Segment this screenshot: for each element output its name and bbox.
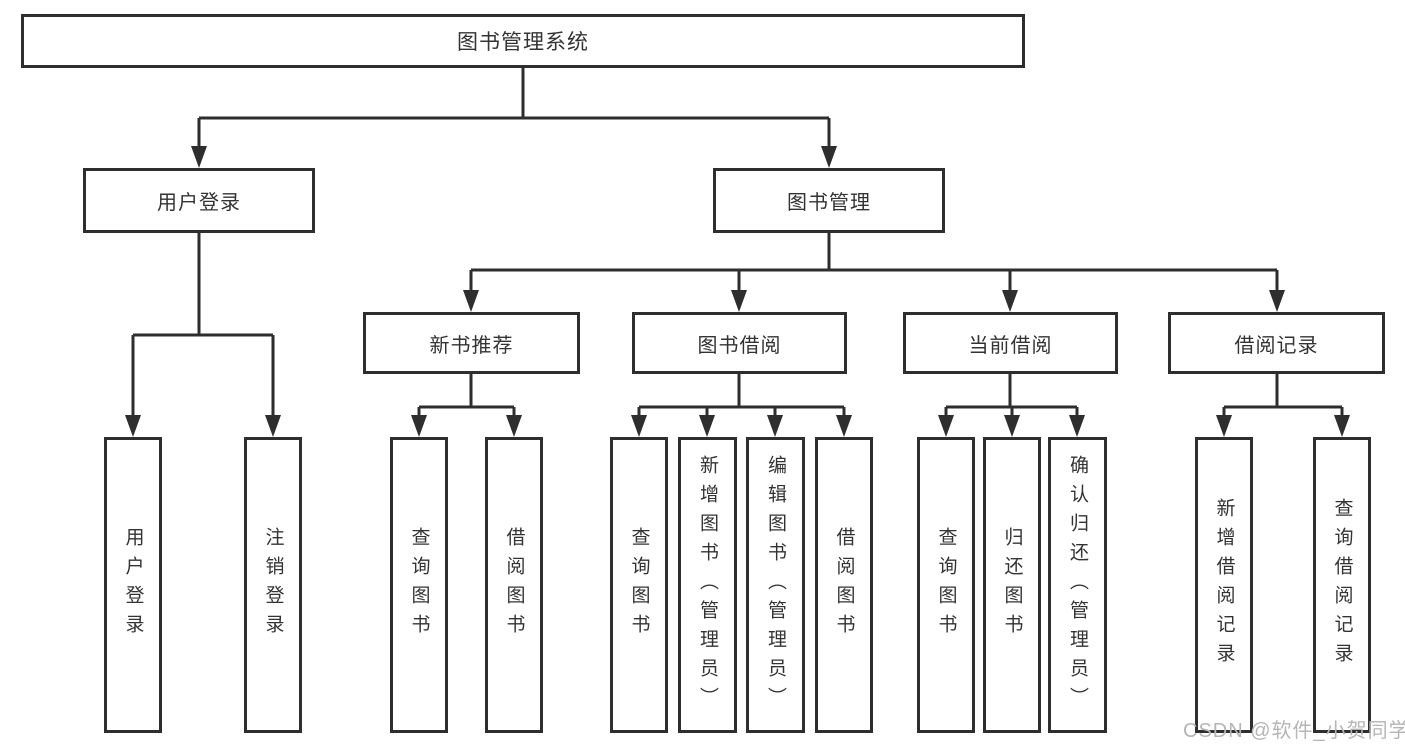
node-user-login: 用户登录 (83, 168, 315, 233)
leaf-records-query-borrow-record: 查询借阅记录 (1313, 437, 1371, 733)
node-book-borrowing: 图书借阅 (632, 312, 847, 374)
connector-lines (131, 68, 1344, 419)
leaf-borrowing-edit-books-admin: 编辑图书（管理员） (746, 437, 805, 733)
leaf-borrowing-add-books-admin: 新增图书（管理员） (678, 437, 737, 733)
node-borrowing-records: 借阅记录 (1168, 312, 1385, 374)
node-current-borrowing: 当前借阅 (903, 312, 1118, 374)
leaf-recommend-query-books: 查询图书 (390, 437, 448, 733)
leaf-logout: 注销登录 (244, 437, 302, 733)
leaf-user-login: 用户登录 (104, 437, 162, 733)
node-book-management: 图书管理 (713, 168, 945, 233)
leaf-records-add-borrow-record: 新增借阅记录 (1195, 437, 1253, 733)
leaf-current-confirm-return-admin: 确认归还（管理员） (1048, 437, 1107, 733)
connector-arrowheads (125, 146, 1350, 437)
leaf-borrowing-borrow-books: 借阅图书 (815, 437, 873, 733)
leaf-borrowing-query-books: 查询图书 (610, 437, 668, 733)
leaf-current-return-books: 归还图书 (983, 437, 1041, 733)
leaf-recommend-borrow-books: 借阅图书 (485, 437, 543, 733)
csdn-watermark: CSDN @软件_小贺同学 (1183, 720, 1405, 742)
leaf-current-query-books: 查询图书 (917, 437, 975, 733)
node-library-management-system: 图书管理系统 (21, 14, 1025, 68)
node-new-book-recommendation: 新书推荐 (363, 312, 580, 374)
